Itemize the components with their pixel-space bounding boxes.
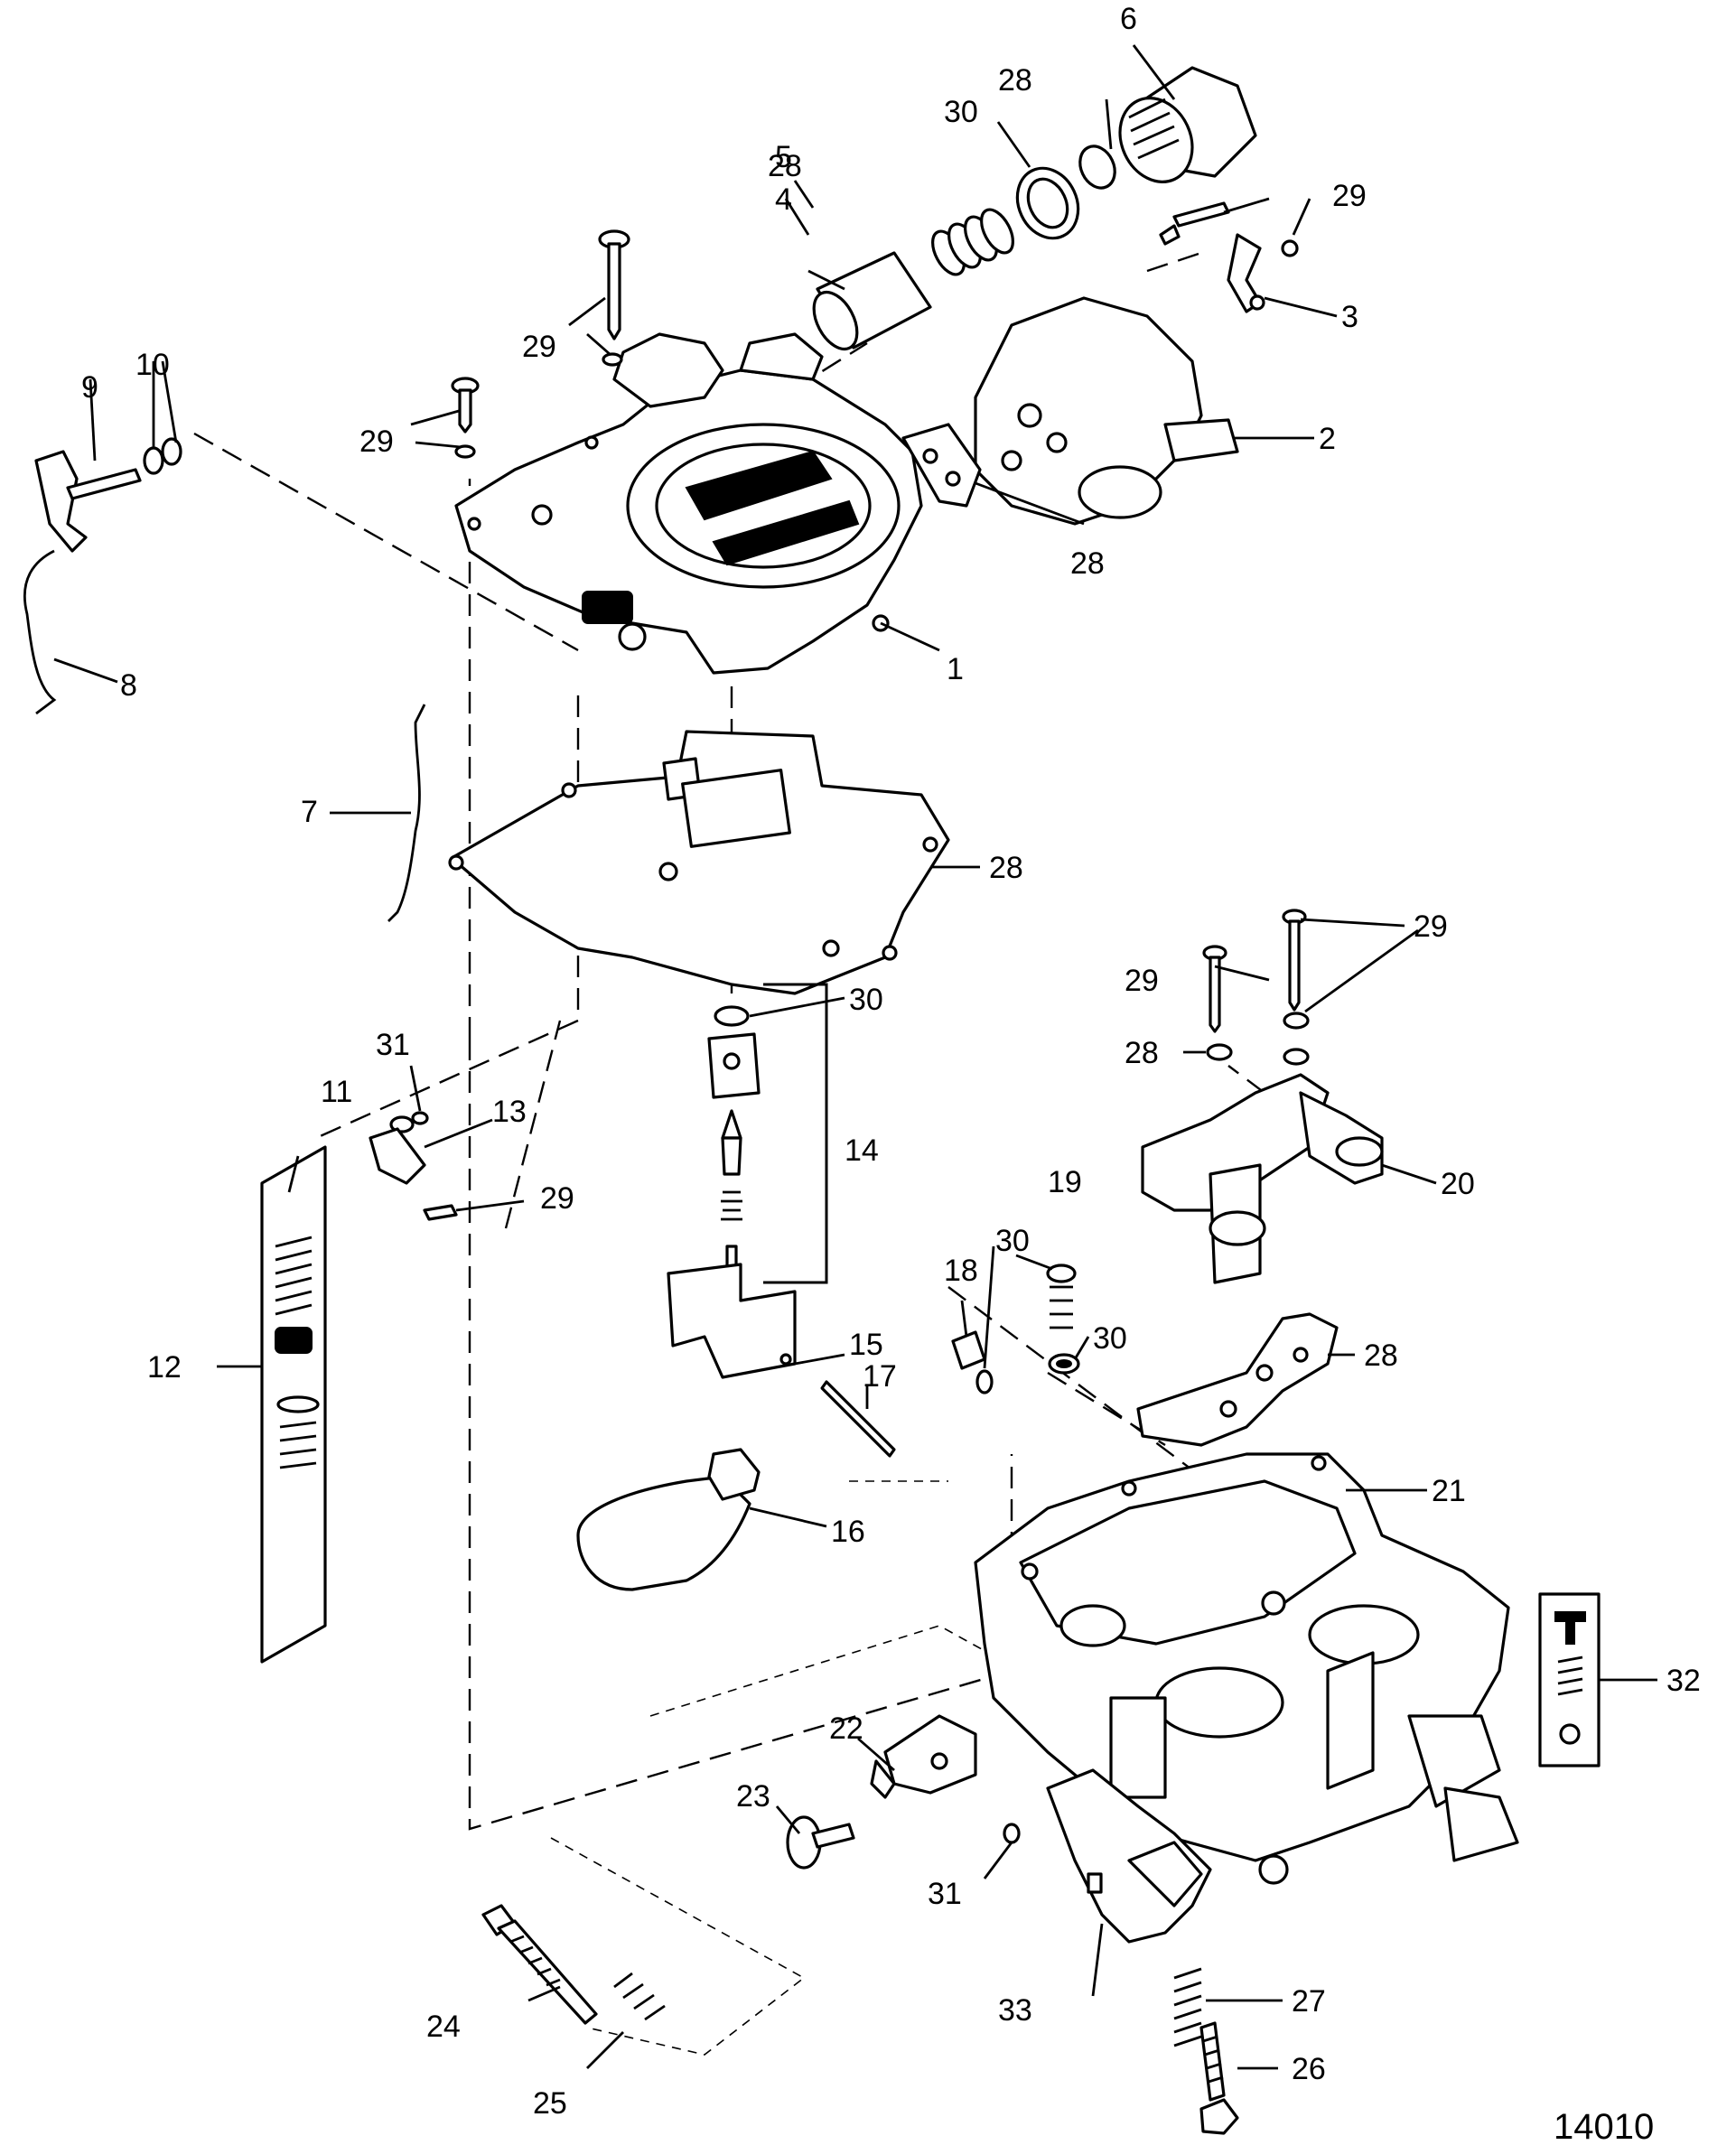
spring-25	[613, 1972, 666, 2021]
callout-12: 12	[147, 1350, 182, 1385]
callout-30-needle: 30	[849, 983, 883, 1017]
callout-30-valve: 30	[1093, 1321, 1127, 1356]
callout-19: 19	[1048, 1165, 1082, 1199]
filter-gasket	[1015, 166, 1080, 240]
callout-13: 13	[492, 1095, 527, 1129]
float-pin-17	[820, 1380, 896, 1458]
callout-8: 8	[120, 668, 137, 703]
washers-28-right	[1206, 1043, 1310, 1066]
filter-spring	[931, 208, 1014, 276]
needle-24	[481, 1904, 598, 2025]
callout-23: 23	[736, 1779, 770, 1814]
washer-30-needle	[714, 1005, 750, 1027]
pump-lever-bracket-20	[1141, 1073, 1384, 1284]
callout-20: 20	[1441, 1167, 1475, 1201]
screw-29-13	[423, 1204, 458, 1221]
callout-29-right-b: 29	[1414, 909, 1448, 944]
inlet-nut	[1118, 66, 1257, 183]
throttle-body-33	[1046, 1768, 1519, 1944]
callout-11: 11	[321, 1075, 352, 1109]
callout-31-lower: 31	[928, 1877, 962, 1911]
callout-29-top-center: 29	[522, 330, 556, 364]
callout-30-plug: 30	[995, 1224, 1030, 1258]
screw-top-center	[598, 229, 630, 367]
retainer-13	[369, 1127, 426, 1185]
clip-31-lower	[1003, 1823, 1021, 1844]
callout-28-main: 28	[989, 851, 1023, 885]
callout-2: 2	[1319, 422, 1336, 456]
callout-4: 4	[775, 182, 792, 217]
figure-number: 14010	[1554, 2107, 1654, 2145]
plug-18	[951, 1330, 986, 1370]
screw-29-right-a	[1202, 945, 1227, 1033]
spring-27	[1173, 1967, 1202, 2047]
float-bowl-21	[974, 1452, 1510, 1862]
callout-6: 6	[1120, 2, 1137, 36]
rod-8	[23, 549, 57, 715]
callout-18: 18	[944, 1254, 978, 1288]
callout-29-right-a: 29	[1125, 964, 1159, 998]
cam-22	[870, 1714, 977, 1799]
callout-1: 1	[947, 652, 964, 686]
kit-32	[1538, 1592, 1601, 1767]
callout-15: 15	[849, 1328, 883, 1362]
washer-30-18	[975, 1369, 994, 1394]
callout-5: 5	[775, 140, 792, 174]
choke-lever	[1227, 233, 1265, 313]
leader-lines	[53, 44, 1657, 2070]
callout-26: 26	[1292, 2052, 1326, 2086]
callout-31-upper: 31	[376, 1028, 410, 1062]
float-16	[576, 1448, 761, 1591]
callout-27: 27	[1292, 1984, 1326, 2019]
washers-10	[143, 437, 182, 475]
screw-top-left	[451, 377, 480, 459]
callout-29-retainer: 29	[540, 1181, 574, 1216]
callout-28-choke: 28	[1070, 546, 1105, 581]
bracket-gasket	[1136, 1312, 1339, 1447]
callout-29-choke: 29	[1332, 179, 1367, 213]
bracket-14	[763, 983, 828, 1284]
callout-3: 3	[1341, 300, 1358, 334]
callout-32: 32	[1666, 1664, 1701, 1698]
valve-19	[1046, 1264, 1077, 1329]
callout-7: 7	[301, 795, 318, 829]
choke-housing	[974, 296, 1239, 526]
air-horn-body	[454, 332, 923, 675]
callout-labels: 1 2 3 4 5 6 7 8 9 10 11 12 13 14 15 16 1…	[81, 2, 1701, 2121]
screw-26	[1199, 2021, 1239, 2135]
clip-31	[411, 1111, 429, 1125]
pump-assembly-12	[260, 1145, 327, 1664]
callout-28-washer: 28	[1125, 1036, 1159, 1070]
screws-choke	[1159, 201, 1299, 257]
callout-14: 14	[845, 1133, 879, 1168]
callout-28-filter: 28	[768, 149, 802, 183]
callout-30-top: 30	[944, 95, 978, 129]
washer-30-19	[1048, 1353, 1080, 1375]
screw-29-right-b	[1282, 909, 1307, 1012]
callout-22: 22	[829, 1711, 863, 1746]
callout-25: 25	[533, 2086, 567, 2121]
choke-gasket	[901, 423, 982, 508]
washer-28-top	[1078, 145, 1116, 190]
fuel-filter	[812, 251, 932, 351]
screw-23	[786, 1815, 855, 1870]
callout-21: 21	[1432, 1474, 1466, 1508]
callout-24: 24	[426, 2010, 461, 2044]
callout-29-top-left: 29	[359, 424, 394, 459]
lever-9	[34, 450, 142, 553]
callout-28-top: 28	[998, 63, 1032, 98]
needle-seat-14	[707, 1032, 761, 1284]
callout-28-gasket: 28	[1364, 1338, 1398, 1373]
callout-9: 9	[81, 370, 98, 405]
callout-10: 10	[135, 348, 170, 382]
washer-29-right	[1283, 1012, 1310, 1030]
callout-16: 16	[831, 1515, 865, 1549]
main-gasket	[448, 730, 950, 995]
rod-7	[387, 704, 426, 922]
callout-17: 17	[863, 1359, 897, 1394]
callout-33: 33	[998, 1993, 1032, 2028]
